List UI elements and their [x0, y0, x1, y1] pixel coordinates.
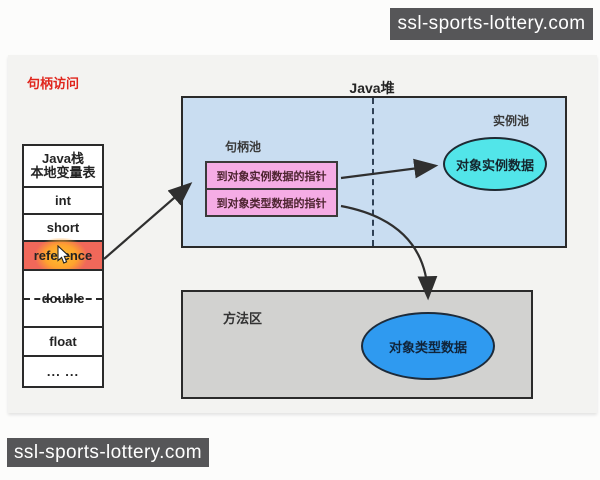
java-stack-table: Java栈 本地变量表 int short reference double f… [22, 144, 104, 388]
pointer-to-type-data-box: 到对象类型数据的指针 [205, 188, 338, 217]
stack-header-line2: 本地变量表 [30, 165, 96, 180]
stack-header: Java栈 本地变量表 [24, 146, 102, 186]
object-type-data-ellipse: 对象类型数据 [361, 312, 495, 380]
watermark-bottom: ssl-sports-lottery.com [7, 438, 209, 467]
stack-row-float: float [24, 326, 102, 355]
handle-pool-label: 句柄池 [225, 140, 262, 154]
object-instance-data-ellipse: 对象实例数据 [443, 137, 547, 191]
stack-row-reference[interactable]: reference [24, 238, 102, 275]
stack-row-ellipsis: ... ... [24, 355, 102, 386]
stack-row-int: int [24, 186, 102, 213]
heap-pool-divider [372, 98, 374, 246]
watermark-top-text: ssl-sports-lottery.com [397, 13, 586, 34]
watermark-top: ssl-sports-lottery.com [390, 8, 593, 40]
java-heap-box: 句柄池 实例池 到对象实例数据的指针 到对象类型数据的指针 对象实例数据 [181, 96, 567, 248]
stack-row-double: double [24, 269, 102, 326]
stack-row-short: short [24, 213, 102, 240]
stack-row-float-label: float [49, 334, 77, 349]
stack-header-line1: Java栈 [42, 151, 84, 166]
watermark-bottom-text: ssl-sports-lottery.com [14, 441, 202, 463]
stack-row-ellipsis-label: ... ... [46, 364, 80, 379]
method-area-label: 方法区 [223, 311, 263, 326]
method-area-box: 方法区 对象类型数据 [181, 290, 533, 399]
instance-pool-label: 实例池 [492, 114, 529, 128]
stack-row-short-label: short [46, 220, 80, 235]
mouse-cursor-icon [57, 245, 71, 264]
stack-row-int-label: int [55, 193, 71, 208]
page-title: 句柄访问 [27, 76, 80, 91]
java-heap-title: Java堆 [349, 80, 395, 96]
stack-row-double-label: double [41, 291, 85, 306]
double-slot-divider [24, 297, 102, 300]
pointer-to-instance-data-box: 到对象实例数据的指针 [205, 161, 338, 190]
